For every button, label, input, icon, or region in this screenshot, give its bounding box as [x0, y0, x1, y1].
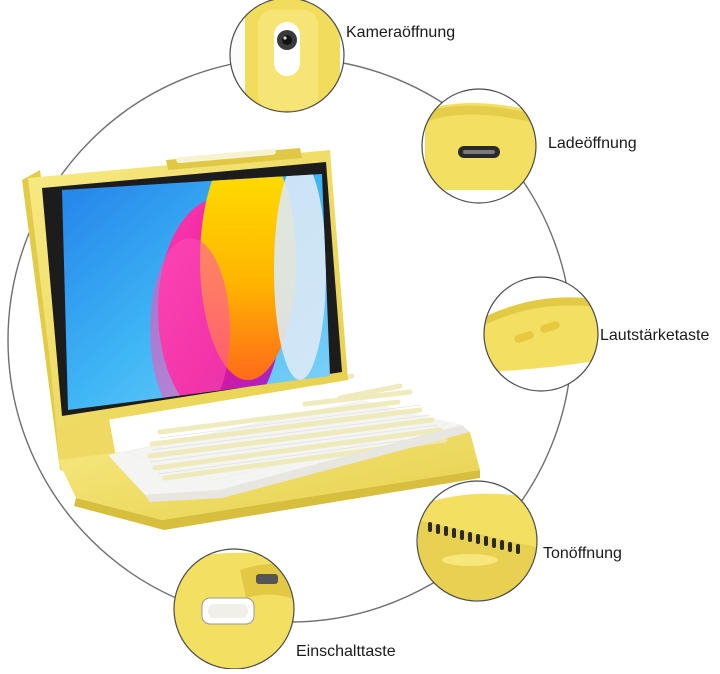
charging-port-detail-image	[422, 89, 536, 203]
charging-port-label: Ladeöffnung	[548, 135, 637, 152]
camera-detail-image	[230, 0, 344, 112]
speaker-grille-detail-image	[417, 481, 537, 601]
power-button-label: Einschalttaste	[296, 643, 396, 660]
volume-button-detail-image	[484, 277, 598, 391]
camera-opening-label: Kameraöffnung	[346, 24, 456, 41]
volume-button-label: Lautstärketaste	[600, 327, 710, 344]
tablet-keyboard-case	[22, 148, 480, 530]
power-button-detail-image	[174, 549, 294, 669]
speaker-opening-label: Tonöffnung	[543, 545, 622, 562]
tablet-screen	[62, 174, 330, 410]
